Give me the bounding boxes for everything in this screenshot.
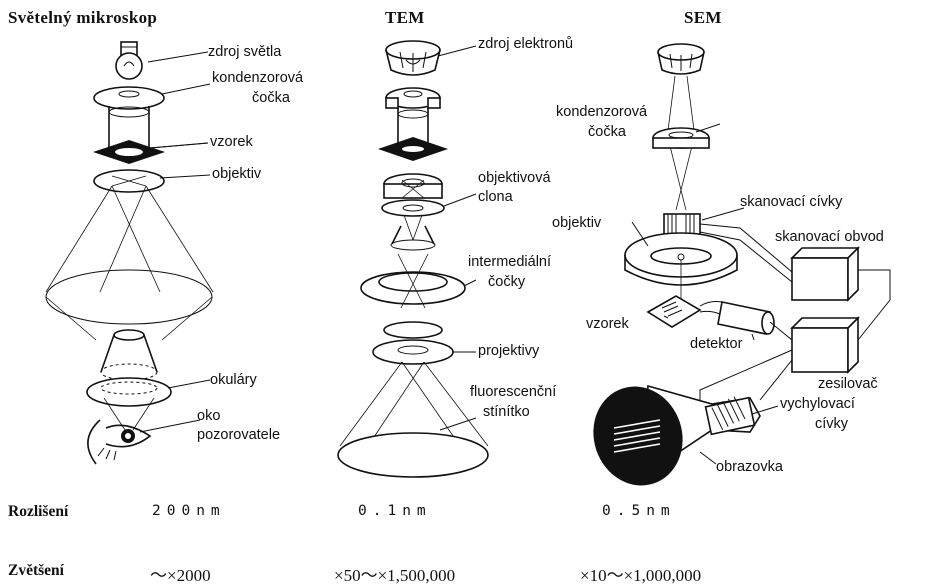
tem-aperture-label-1: objektivová [478,170,551,187]
tem-electron-gun [386,41,440,75]
tem-screen-label-1: fluorescenční [470,384,556,401]
light-source-label: zdroj světla [208,44,281,61]
tem-objective-lens [384,174,442,198]
light-condenser-label-2: čočka [252,90,290,107]
sem-detector [700,302,774,335]
observer-eye [88,420,150,464]
magnification-tem-value: ×50～×1,500,000 [334,561,455,586]
sem-objective-lens [625,233,737,300]
magnification-sem-value: ×10～×1,000,000 [580,561,701,586]
tem-specimen [378,137,448,161]
tem-source-label: zdroj elektronů [478,36,573,53]
light-leader-lines [140,52,210,432]
tem-intermediate-lens [361,254,465,308]
light-objective-label: objektiv [212,166,261,183]
resolution-tem-value: 0.1nm [358,503,432,519]
light-eye-label-1: oko [197,408,220,425]
light-condenser-lens [94,87,164,109]
sem-objective-label: objektiv [552,215,601,232]
tem-intermediate-label-1: intermediální [468,254,551,271]
sem-deflection-label-2: cívky [815,416,848,433]
resolution-row-label: Rozlišení [8,503,68,521]
sem-condenser-lens [653,128,709,148]
sem-scan-circuit-label: skanovací obvod [775,229,884,246]
light-specimen-label: vzorek [210,134,253,151]
light-ray-cone [46,186,213,340]
tem-fluorescent-screen [338,433,488,477]
tem-aperture-label-2: clona [478,189,513,206]
sem-specimen [648,296,700,327]
light-eyepiece-tube [101,330,157,380]
sem-specimen-label: vzorek [586,316,629,333]
sem-title: SEM [684,8,722,28]
resolution-sem-value: 0.5nm [602,503,676,519]
sem-detector-label: detektor [690,336,742,353]
sem-electron-gun [658,44,704,74]
magnification-row-label: Zvětšení [8,562,64,580]
tem-screen-label-2: stínítko [483,404,530,421]
resolution-light-value: 200nm [152,503,226,519]
sem-condenser-label-1: kondenzorová [556,104,647,121]
tem-condenser-lens [386,88,440,108]
tem-intermediate-label-2: čočky [488,274,525,291]
light-objective-lens [94,170,164,192]
tem-projector-label: projektivy [478,343,539,360]
light-eye-label-2: pozorovatele [197,427,280,444]
light-eyepiece-lens [87,378,171,430]
sem-scan-circuit-box [792,248,858,300]
light-microscope [46,42,213,464]
tem-title: TEM [385,8,425,28]
light-condenser-label-1: kondenzorová [212,70,303,87]
sem-condenser-label-2: čočka [588,124,626,141]
light-specimen-slide [93,140,165,164]
tem-projector-lens [373,322,453,364]
tem-objective-aperture [382,200,444,216]
light-eyepiece-label: okuláry [210,372,257,389]
light-source-lamp [116,42,142,79]
sem-amplifier-box [792,318,858,372]
sem-amplifier-label: zesilovač [818,376,878,393]
sem-scan-coils-label: skanovací cívky [740,194,842,211]
sem-display-label: obrazovka [716,459,783,476]
light-microscope-title: Světelný mikroskop [8,8,157,28]
sem-display-crt [581,375,760,497]
sem-deflection-label-1: vychylovací [780,396,855,413]
tem-beam-mid [391,215,435,250]
magnification-light-value: ～×2000 [150,561,211,586]
